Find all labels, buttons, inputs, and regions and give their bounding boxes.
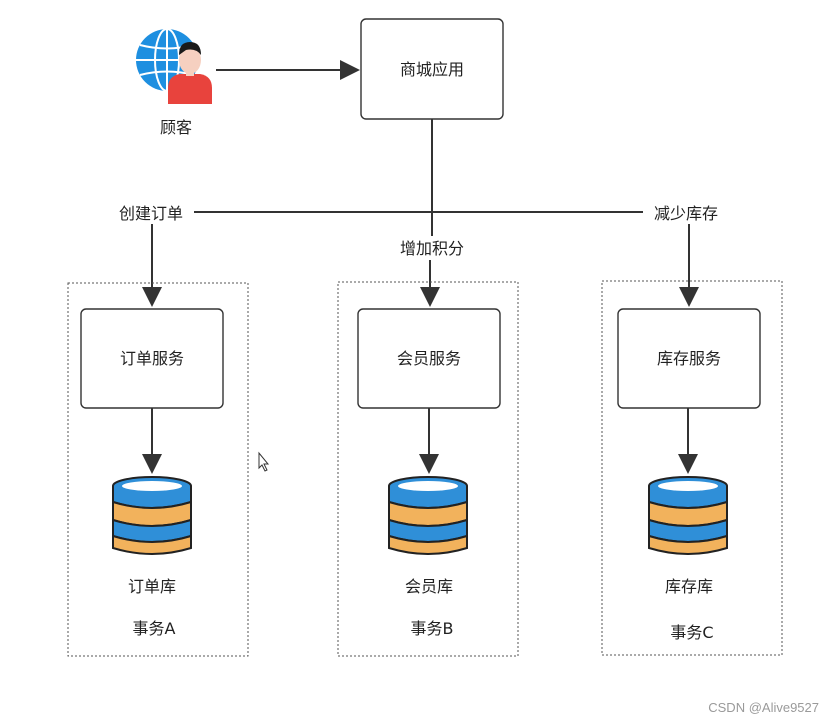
database-icon — [648, 476, 728, 555]
group-a-container — [67, 282, 249, 657]
flow-label-reduce-stock: 减少库存 — [654, 204, 718, 223]
customer-label: 顾客 — [160, 118, 192, 137]
database-icon — [388, 476, 468, 555]
group-b-container — [337, 281, 519, 657]
watermark: CSDN @Alive9527 — [708, 700, 819, 715]
order-db-label: 订单库 — [128, 577, 176, 596]
group-c-container — [601, 280, 783, 656]
tx-a-label: 事务A — [133, 619, 176, 638]
tx-c-label: 事务C — [670, 623, 713, 642]
flow-label-create-order: 创建订单 — [119, 204, 183, 223]
database-icon — [112, 476, 192, 555]
stock-db-label: 库存库 — [665, 577, 713, 596]
stock-service-label: 库存服务 — [657, 349, 721, 368]
mouse-cursor-icon — [258, 451, 270, 472]
member-db-label: 会员库 — [405, 577, 453, 596]
member-service-label: 会员服务 — [397, 349, 461, 368]
flow-label-add-points: 增加积分 — [400, 239, 464, 258]
app-label: 商城应用 — [400, 60, 464, 79]
user-globe-icon — [136, 28, 212, 104]
order-service-label: 订单服务 — [120, 349, 184, 368]
tx-b-label: 事务B — [411, 619, 454, 638]
